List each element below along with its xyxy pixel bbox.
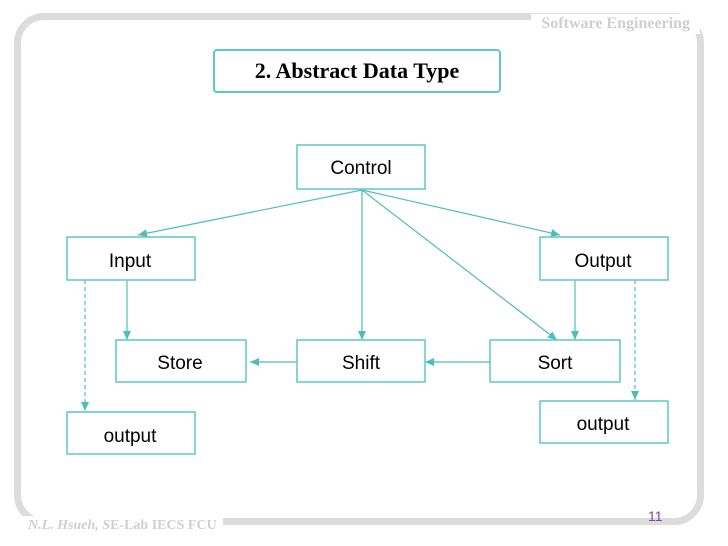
arrow-control-input: [137, 189, 363, 238]
course-header: Software Engineering: [531, 14, 700, 34]
node-output-main-label: Output: [574, 251, 632, 272]
arrow-control-sort: [361, 189, 558, 341]
node-sort: Sort: [489, 339, 621, 383]
slide-frame: [14, 13, 704, 525]
footer-lab-prefix: S: [102, 518, 111, 533]
node-output-right-label: output: [577, 414, 631, 435]
footer-credit: N.L. Hsueh, SE-Lab IECS FCU: [22, 516, 223, 536]
node-input-label: Input: [109, 251, 152, 272]
node-control: Control: [296, 144, 426, 190]
page-title: 2. Abstract Data Type: [213, 49, 501, 93]
node-sort-label: Sort: [538, 353, 574, 374]
footer-author: N.L. Hsueh,: [28, 518, 99, 533]
node-output-main: Output: [539, 236, 669, 281]
node-control-label: Control: [330, 158, 391, 179]
node-input: Input: [66, 236, 196, 281]
node-store: Store: [115, 339, 247, 383]
footer-lab: E-Lab IECS FCU: [110, 518, 217, 533]
arrow-control-output: [361, 189, 561, 237]
node-output-right: output: [539, 400, 669, 444]
node-output-left: output: [66, 411, 196, 455]
node-store-label: Store: [157, 353, 202, 374]
node-output-left-label: output: [104, 426, 158, 447]
page-number: 11: [648, 508, 663, 524]
node-shift: Shift: [296, 339, 426, 383]
node-shift-label: Shift: [342, 353, 381, 374]
